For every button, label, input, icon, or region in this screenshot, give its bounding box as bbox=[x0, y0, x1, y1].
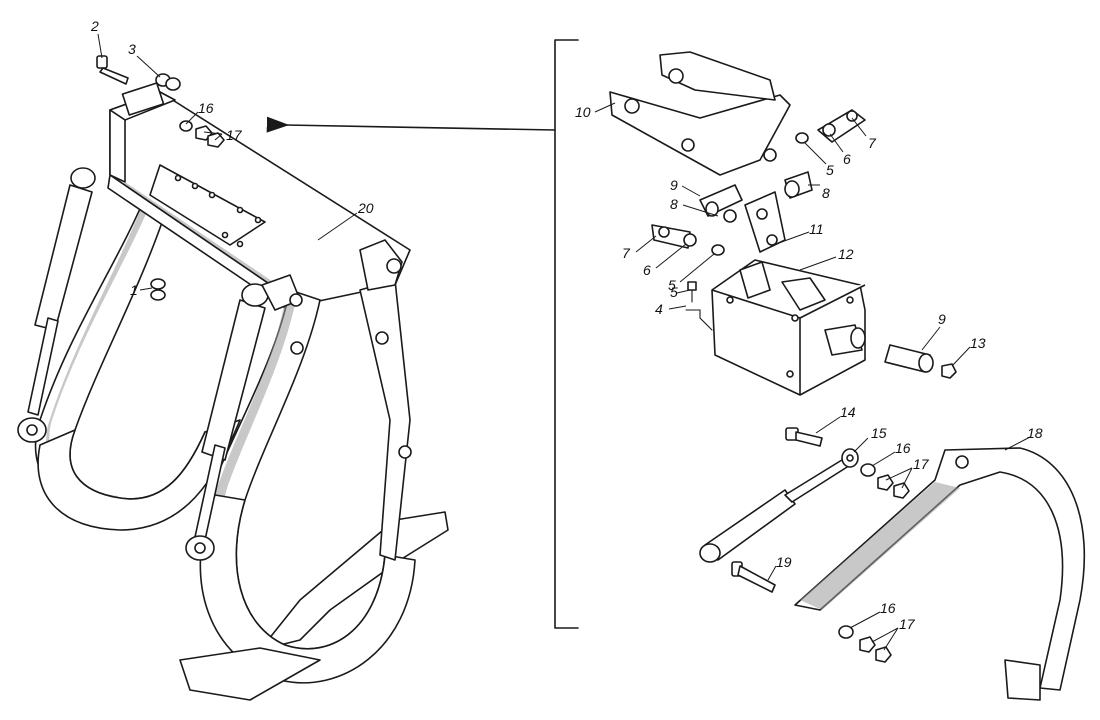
callout-3: 3 bbox=[128, 41, 136, 57]
callout-11: 11 bbox=[809, 221, 824, 237]
part-8-bushing-lower bbox=[723, 209, 737, 223]
callout-16-top: 16 bbox=[198, 100, 214, 116]
part-17-nuts-top bbox=[195, 125, 225, 148]
callout-14: 14 bbox=[840, 404, 856, 420]
callout-7-upper: 7 bbox=[868, 135, 877, 151]
callout-16-mid: 16 bbox=[895, 440, 911, 456]
exploded-group-bracket bbox=[554, 39, 579, 629]
part-2-bolt bbox=[96, 55, 129, 85]
part-9-sleeve-lower bbox=[884, 344, 934, 373]
part-7-pin-upper bbox=[817, 109, 866, 143]
part-16-washer-bottom bbox=[838, 625, 854, 639]
callout-17-top: 17 bbox=[226, 127, 243, 143]
callout-5-lower: 5 bbox=[668, 277, 676, 293]
leader-lines bbox=[97, 33, 1031, 651]
callout-16-bottom: 16 bbox=[880, 600, 896, 616]
front-shank bbox=[179, 279, 416, 701]
callout-15: 15 bbox=[871, 425, 887, 441]
callout-4: 4 bbox=[655, 301, 663, 317]
callout-5-screw: 5 bbox=[670, 284, 678, 300]
callout-8-upper: 8 bbox=[822, 185, 830, 201]
callout-13: 13 bbox=[970, 335, 986, 351]
part-6-washer-lower bbox=[711, 244, 725, 256]
part-1-nuts bbox=[150, 278, 166, 301]
callout-6-lower: 6 bbox=[643, 262, 651, 278]
part-10-hitch-bracket bbox=[609, 51, 791, 176]
callout-9-upper: 9 bbox=[670, 177, 678, 193]
callout-17-mid: 17 bbox=[913, 456, 930, 472]
part-4-screw bbox=[685, 281, 713, 331]
part-17-nuts-bottom bbox=[859, 636, 892, 663]
front-hydraulic-cylinder bbox=[185, 283, 269, 561]
part-17-nuts-mid bbox=[877, 474, 910, 499]
callout-9-lower: 9 bbox=[938, 311, 946, 327]
part-19-bolt bbox=[731, 561, 776, 593]
rear-shank bbox=[34, 189, 449, 651]
assembly-arrow bbox=[266, 116, 556, 133]
callout-18: 18 bbox=[1027, 425, 1043, 441]
part-13-plug bbox=[941, 363, 957, 379]
callout-20: 20 bbox=[357, 200, 374, 216]
part-16-washer-mid bbox=[860, 463, 876, 477]
part-18-shank bbox=[794, 447, 1086, 701]
callout-6-upper: 6 bbox=[843, 151, 851, 167]
part-11-link bbox=[744, 191, 786, 253]
part-16-washer-top bbox=[179, 120, 193, 132]
callout-2: 2 bbox=[90, 18, 99, 34]
part-8-bushing-upper bbox=[784, 171, 813, 199]
part-9-sleeve-upper bbox=[699, 184, 743, 217]
part-6-washer-upper bbox=[795, 132, 809, 144]
part-7-pin-lower bbox=[651, 224, 697, 249]
top-plate-holes bbox=[174, 174, 262, 248]
part-15-cylinder bbox=[699, 448, 859, 563]
main-frame-beam bbox=[107, 82, 411, 319]
rear-hydraulic-cylinder bbox=[17, 167, 96, 443]
part-12-gearbox bbox=[711, 259, 866, 396]
callout-5-upper: 5 bbox=[826, 162, 834, 178]
callout-8-lower: 8 bbox=[670, 196, 678, 212]
callout-7-lower: 7 bbox=[622, 245, 631, 261]
callout-1: 1 bbox=[130, 282, 138, 298]
callout-17-bottom: 17 bbox=[899, 616, 916, 632]
part-14-bolt bbox=[785, 427, 823, 447]
callout-19: 19 bbox=[776, 554, 792, 570]
frame-brackets bbox=[261, 239, 412, 459]
callout-10: 10 bbox=[575, 104, 591, 120]
callout-numbers: 2 3 16 17 20 1 10 7 6 5 8 9 8 7 6 5 11 1… bbox=[90, 18, 1043, 632]
callout-12: 12 bbox=[838, 246, 854, 262]
assembled-unit bbox=[17, 55, 449, 701]
